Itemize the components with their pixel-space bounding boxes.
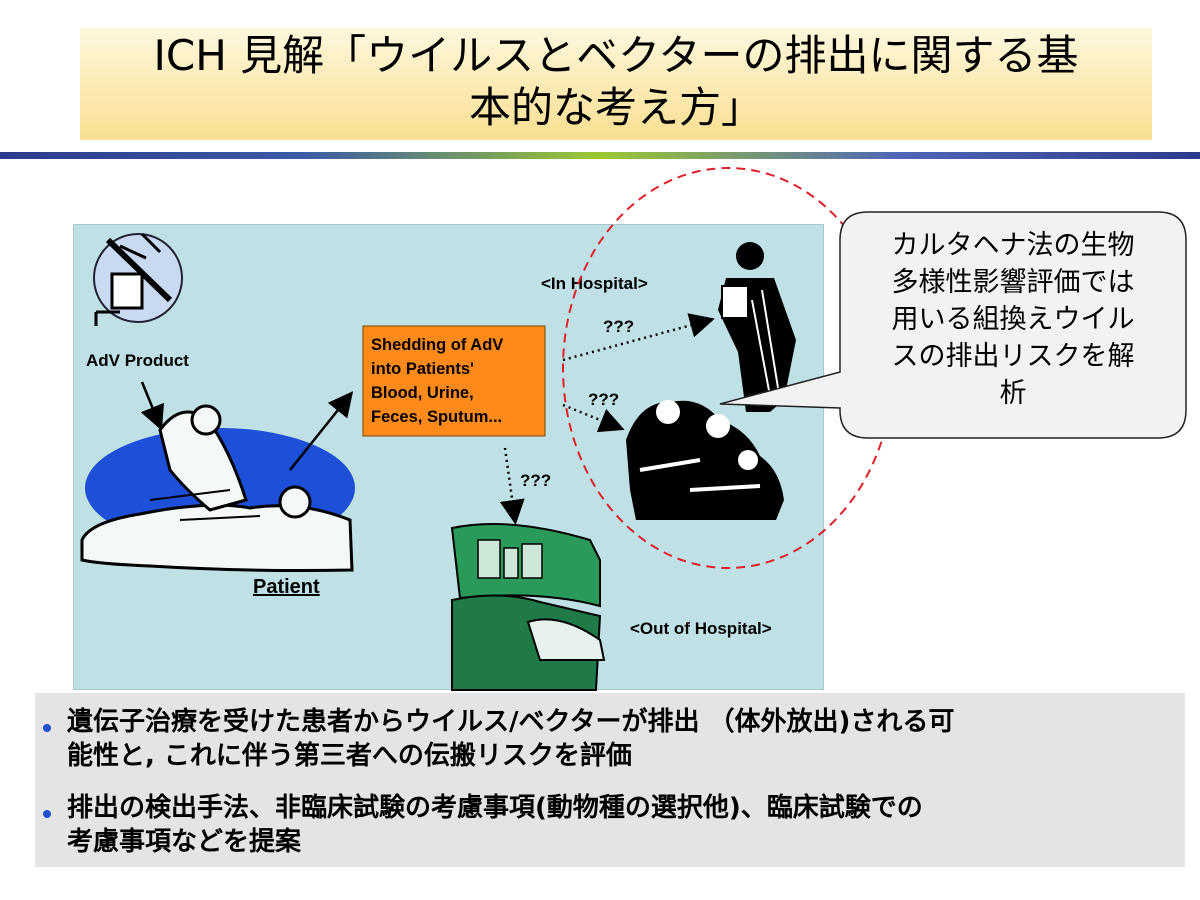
bullet-icon (43, 724, 51, 732)
question-mark-1: ??? (603, 317, 634, 336)
shedding-box (362, 325, 546, 437)
out-of-hospital-label: <Out of Hospital> (630, 619, 772, 638)
callout-line-1: カルタヘナ法の生物 (892, 230, 1135, 261)
slide-title-line1: ICH 見解「ウイルスとベクターの排出に関する基 (153, 31, 1079, 80)
shedding-line-4: Feces, Sputum... (371, 408, 502, 426)
syringe-icon (93, 232, 183, 326)
callout-line-5: 析 (1000, 378, 1027, 409)
in-hospital-label: <In Hospital> (541, 274, 648, 293)
callout-line-3: 用いる組換えウイル (892, 304, 1135, 335)
callout-bubble (719, 211, 1187, 439)
bullet-1-line2: 能性と, これに伴う第三者への伝搬リスクを評価 (67, 741, 632, 771)
slide-title: ICH 見解「ウイルスとベクターの排出に関する基 本的な考え方」 (80, 30, 1152, 134)
title-banner (80, 28, 1152, 140)
bullet-list: 遺伝子治療を受けた患者からウイルス/ベクターが排出 （体外放出)される可 能性と… (35, 693, 1185, 867)
family-illustration (626, 400, 784, 520)
callout-line-2: 多様性影響評価では (892, 267, 1135, 298)
question-mark-2: ??? (588, 390, 619, 409)
shedding-line-2: into Patients' (371, 360, 474, 378)
adv-product-label: AdV Product (86, 351, 189, 370)
shedding-line-3: Blood, Urine, (371, 384, 474, 402)
title-divider (0, 152, 1200, 159)
bullet-2-line2: 考慮事項などを提案 (67, 827, 302, 857)
slide-title-line2: 本的な考え方」 (468, 83, 763, 132)
bullet-2-line1: 排出の検出手法、非臨床試験の考慮事項(動物種の選択他)、臨床試験での (67, 793, 923, 823)
bullet-icon (43, 810, 51, 818)
question-mark-3: ??? (520, 471, 551, 490)
bullet-1-line1: 遺伝子治療を受けた患者からウイルス/ベクターが排出 （体外放出)される可 (67, 707, 955, 737)
doctor-illustration (718, 242, 796, 412)
patient-illustration (80, 404, 355, 572)
environment-illustration (450, 523, 606, 691)
callout-line-4: スの排出リスクを解 (892, 341, 1135, 372)
shedding-line-1: Shedding of AdV (371, 336, 503, 354)
patient-label: Patient (253, 576, 320, 598)
